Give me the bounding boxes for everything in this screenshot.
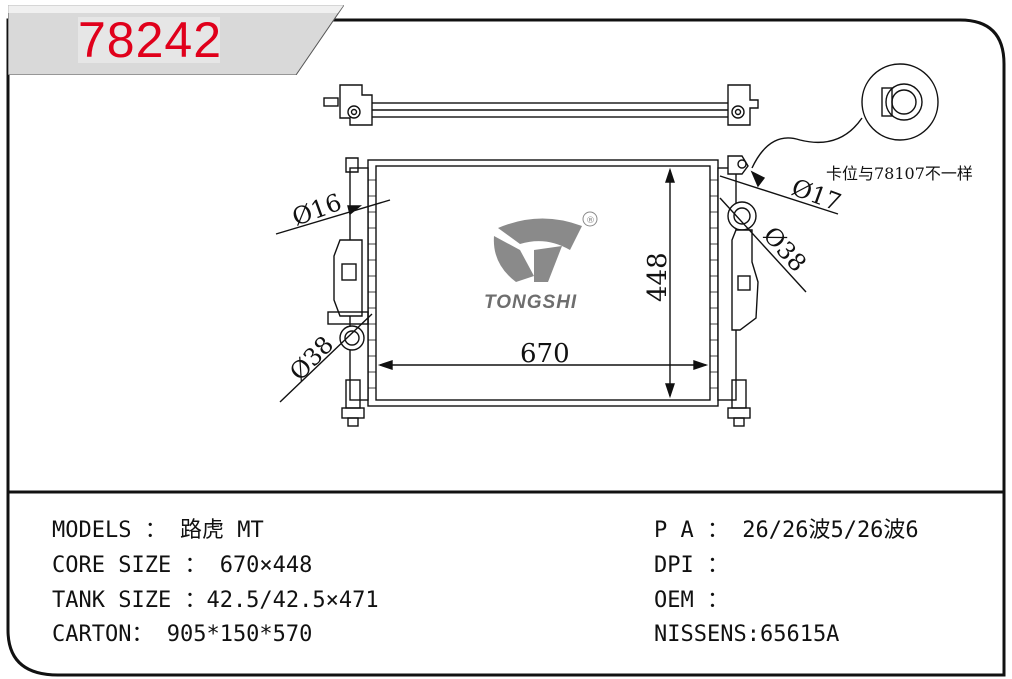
part-badge — [8, 5, 344, 75]
dim-outlet-right-label: Ø38 — [758, 221, 812, 277]
part-number: 78242 — [78, 12, 223, 68]
spec-tank-size: TANK SIZE ：42.5/42.5×471 — [52, 588, 379, 613]
spec-core-size: CORE SIZE ： 670×448 — [52, 553, 313, 578]
spec-dpi: DPI ： — [654, 553, 729, 578]
dim-width-label: 670 — [520, 339, 570, 369]
spec-table: MODELS ： 路虎 MT CORE SIZE ： 670×448 TANK … — [52, 514, 972, 664]
dim-inlet-left-label: Ø16 — [288, 188, 345, 231]
detail-note: 卡位与78107不一样 — [826, 164, 973, 183]
spec-pa: P A ： 26/26波5/26波6 — [654, 518, 919, 543]
dim-outlet-left-label: Ø38 — [284, 331, 339, 387]
spec-models: MODELS ： 路虎 MT — [52, 518, 264, 543]
spec-carton: CARTON： 905*150*570 — [52, 622, 313, 647]
dim-height-label: 448 — [643, 252, 673, 302]
brand-name: TONGSHI — [484, 292, 578, 313]
radiator-drawing: 670 448 Ø16 Ø38 Ø17 Ø38 ® — [275, 63, 939, 427]
spec-oem: OEM ： — [654, 588, 729, 613]
brand-logo-icon — [493, 211, 598, 282]
spec-nissens: NISSENS:65615A — [654, 622, 840, 647]
registered-mark: ® — [586, 216, 595, 226]
